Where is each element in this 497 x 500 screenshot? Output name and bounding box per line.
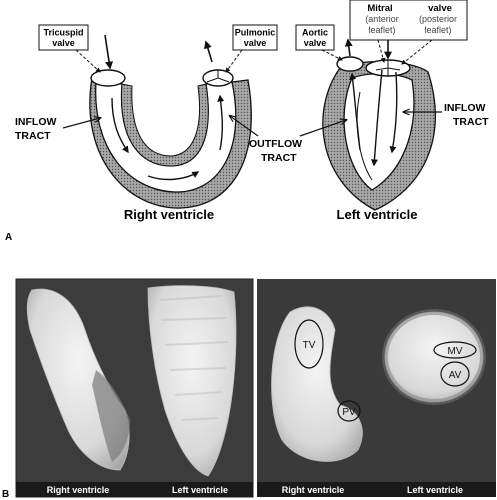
mitral-posterior-line2: leaflet) xyxy=(424,25,451,35)
lv-outflow-arrow xyxy=(349,72,361,151)
lv-disc-rim xyxy=(382,309,486,405)
rv-flow-arrow-2 xyxy=(147,171,200,181)
av-outline xyxy=(440,361,470,387)
mitral-label-valve: valve xyxy=(428,3,452,14)
valve-label-left-ventricle: Left ventricle xyxy=(407,485,463,495)
inflow-right-line2: TRACT xyxy=(453,116,489,128)
lv-aortic-out-arrow xyxy=(344,38,353,57)
rv-inflow-arrow xyxy=(104,34,113,70)
aortic-valve-label: Aortic valve xyxy=(295,24,335,51)
right-ventricle-inner-wall xyxy=(121,83,209,167)
outflow-tract-label: OUTFLOW TRACT xyxy=(249,138,302,164)
tricuspid-pointer xyxy=(75,49,101,73)
label-av: AV xyxy=(449,370,462,381)
pv-outline xyxy=(337,400,361,422)
mitral-posterior-pointer xyxy=(401,39,433,65)
tricuspid-label-line1: Tricuspid xyxy=(43,28,83,38)
rv-flow-arrow-3 xyxy=(217,94,225,151)
pulmonic-pointer xyxy=(225,49,243,73)
inflow-tract-label-rv: INFLOW TRACT xyxy=(15,116,56,142)
outflow-pointer-rv xyxy=(230,116,259,137)
label-mv: MV xyxy=(448,346,463,357)
photo-panel-casts: Right ventricle Left ventricle xyxy=(15,278,254,498)
mitral-anterior-line2: leaflet) xyxy=(368,25,395,35)
tricuspid-valve-label: Tricuspid valve xyxy=(38,24,89,51)
cast-label-left-ventricle: Left ventricle xyxy=(172,485,228,495)
aortic-valve-ring xyxy=(336,56,364,72)
tricuspid-label-line2: valve xyxy=(52,38,75,48)
panel-a-letter: A xyxy=(5,232,12,243)
outflow-pointer-lv xyxy=(299,120,346,137)
mv-outline xyxy=(433,341,477,359)
lv-inflow-arrow-2 xyxy=(389,71,398,154)
caption-right-ventricle: Right ventricle xyxy=(124,207,214,222)
pulmonic-label-line1: Pulmonic xyxy=(235,28,276,38)
lv-cast-photo xyxy=(147,285,237,477)
panel-b-letter: B xyxy=(2,489,9,500)
mitral-posterior-line1: (posterior xyxy=(419,14,457,24)
mitral-valve-label: Mitral valve (anterior leaflet) (posteri… xyxy=(349,0,468,41)
mitral-valve-leaflets xyxy=(375,60,401,76)
rv-outflow-arrow xyxy=(204,40,213,63)
lv-inflow-arrow-1 xyxy=(370,69,383,167)
aortic-label-line2: valve xyxy=(304,38,327,48)
outflow-line1: OUTFLOW xyxy=(249,138,302,150)
rv-crescent-photo xyxy=(271,306,363,462)
mitral-label-title: Mitral xyxy=(367,3,392,14)
inflow-left-line2: TRACT xyxy=(15,130,51,142)
inflow-tract-label-lv: INFLOW TRACT xyxy=(444,102,489,128)
tv-outline xyxy=(294,319,324,369)
inflow-left-pointer xyxy=(62,118,100,129)
mitral-anterior-pointer xyxy=(377,39,386,63)
aortic-label-line1: Aortic xyxy=(302,28,328,38)
caption-left-ventricle: Left ventricle xyxy=(337,207,418,222)
lv-cast-trabeculae xyxy=(159,295,229,421)
mitral-anterior-line1: (anterior xyxy=(365,14,399,24)
rv-cast-shadow xyxy=(92,370,130,462)
pulmonic-label-line2: valve xyxy=(244,38,267,48)
tricuspid-valve-ring xyxy=(90,69,126,87)
cast-label-right-ventricle: Right ventricle xyxy=(47,485,110,495)
pulmonic-valve-cusps xyxy=(206,70,230,83)
label-pv: PV xyxy=(342,407,356,418)
valve-label-right-ventricle: Right ventricle xyxy=(282,485,345,495)
inflow-right-line1: INFLOW xyxy=(444,102,485,114)
label-tv: TV xyxy=(303,340,316,351)
photo-panel-valves: TV PV MV AV Right ventricle Left ventric… xyxy=(257,279,496,497)
outflow-line2: TRACT xyxy=(261,152,297,164)
panel-a: Tricuspid valve Pulmonic valve Aortic va… xyxy=(5,0,489,243)
inflow-left-line1: INFLOW xyxy=(15,116,56,128)
rv-flow-arrow-1 xyxy=(111,97,129,154)
panel-b: B Right ventricle Left ventricle TV PV xyxy=(2,278,496,500)
aortic-pointer xyxy=(321,49,343,61)
pulmonic-valve-label: Pulmonic valve xyxy=(232,24,278,51)
